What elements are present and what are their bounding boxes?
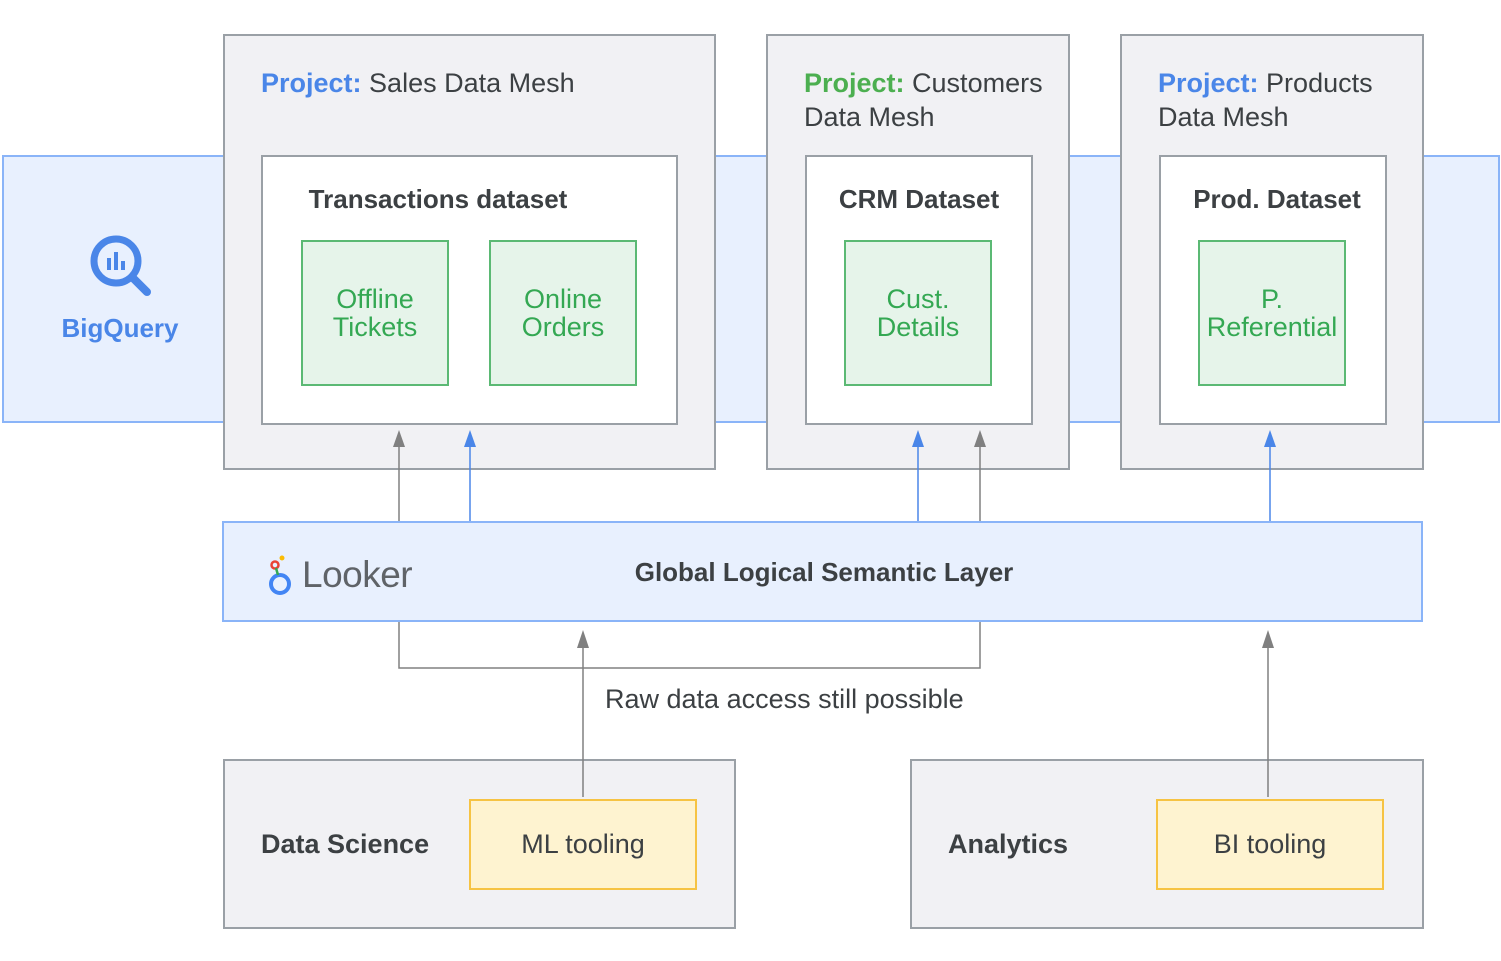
arrow-to-cust-details-gray bbox=[974, 430, 986, 521]
bigquery-icon bbox=[90, 235, 151, 296]
dataset-prod: Prod. Dataset P. Referential bbox=[1159, 155, 1387, 425]
table-online-orders: Online Orders bbox=[489, 240, 637, 386]
project-products: Project: Products Data Mesh Prod. Datase… bbox=[1120, 34, 1424, 470]
arrow-to-online-orders bbox=[464, 430, 476, 521]
raw-access-bracket bbox=[398, 622, 981, 669]
dataset-transactions: Transactions dataset Offline Tickets Onl… bbox=[261, 155, 678, 425]
consumer-analytics: Analytics BI tooling bbox=[910, 759, 1424, 929]
project-products-title: Project: Products Data Mesh bbox=[1158, 66, 1422, 134]
semantic-layer: Looker Global Logical Semantic Layer bbox=[222, 521, 1423, 622]
consumer-label: Data Science bbox=[261, 829, 430, 859]
project-sales-title: Project: Sales Data Mesh bbox=[261, 66, 701, 100]
dataset-title: CRM Dataset bbox=[838, 184, 1000, 214]
arrow-to-p-referential bbox=[1264, 430, 1276, 521]
raw-access-note: Raw data access still possible bbox=[605, 684, 964, 714]
project-name: Customers Data Mesh bbox=[804, 68, 1043, 132]
looker-icon bbox=[269, 555, 291, 595]
dataset-title: Transactions dataset bbox=[308, 184, 568, 214]
project-name: Sales Data Mesh bbox=[369, 68, 575, 98]
project-customers: Project: Customers Data Mesh CRM Dataset… bbox=[766, 34, 1070, 470]
table-p-referential: P. Referential bbox=[1198, 240, 1346, 386]
arrow-from-ml-tooling bbox=[577, 630, 589, 797]
project-key-label: Project: bbox=[261, 68, 362, 98]
project-key-label: Project: bbox=[804, 68, 905, 98]
arrow-to-offline-tickets bbox=[393, 430, 405, 521]
tool-ml-tooling: ML tooling bbox=[469, 799, 697, 890]
consumer-data-science: Data Science ML tooling bbox=[223, 759, 736, 929]
looker-brand: Looker bbox=[302, 554, 413, 595]
consumer-label: Analytics bbox=[948, 829, 1069, 859]
project-name: Products Data Mesh bbox=[1158, 68, 1373, 132]
bigquery-label: BigQuery bbox=[61, 313, 179, 343]
project-key-label: Project: bbox=[1158, 68, 1259, 98]
dataset-crm: CRM Dataset Cust. Details bbox=[805, 155, 1033, 425]
arrow-from-bi-tooling bbox=[1262, 630, 1274, 797]
arrow-to-cust-details-blue bbox=[912, 430, 924, 521]
dataset-title: Prod. Dataset bbox=[1193, 184, 1361, 214]
table-cust-details: Cust. Details bbox=[844, 240, 992, 386]
table-offline-tickets: Offline Tickets bbox=[301, 240, 449, 386]
looker-logo: Looker bbox=[266, 553, 413, 597]
tool-bi-tooling: BI tooling bbox=[1156, 799, 1384, 890]
semantic-layer-title: Global Logical Semantic Layer bbox=[634, 557, 1014, 587]
bigquery-logo bbox=[88, 233, 152, 297]
project-customers-title: Project: Customers Data Mesh bbox=[804, 66, 1068, 134]
project-sales: Project: Sales Data Mesh Transactions da… bbox=[223, 34, 716, 470]
